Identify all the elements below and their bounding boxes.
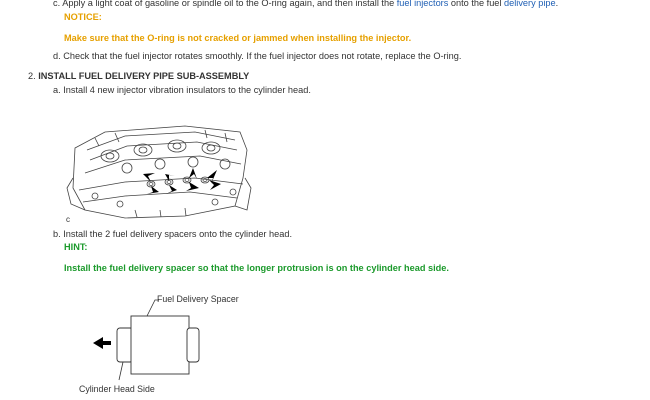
step-b: b. Install the 2 fuel delivery spacers o… xyxy=(53,229,292,239)
step-c-text-after: . xyxy=(555,0,559,8)
step-d: d. Check that the fuel injector rotates … xyxy=(53,51,461,61)
step-c: c. Apply a light coat of gasoline or spi… xyxy=(53,0,558,8)
step-a-marker: a. xyxy=(53,85,61,95)
step-a: a. Install 4 new injector vibration insu… xyxy=(53,85,311,95)
section-title: INSTALL FUEL DELIVERY PIPE SUB-ASSEMBLY xyxy=(38,71,250,81)
delivery-pipe-link[interactable]: delivery pipe xyxy=(504,0,556,8)
fuel-delivery-spacer-diagram xyxy=(93,299,200,381)
step-c-marker: c. xyxy=(53,0,61,8)
notice-text: Make sure that the O-ring is not cracked… xyxy=(64,33,412,43)
step-b-text: Install the 2 fuel delivery spacers onto… xyxy=(63,229,293,239)
cylinder-head-illustration xyxy=(66,125,252,219)
fuel-delivery-spacer-label: Fuel Delivery Spacer xyxy=(157,294,239,304)
figure-caption: c xyxy=(66,215,70,224)
step-d-marker: d. xyxy=(53,51,61,61)
fuel-injectors-link[interactable]: fuel injectors xyxy=(396,0,449,8)
section-number: 2. xyxy=(28,71,36,81)
cylinder-head-side-label: Cylinder Head Side xyxy=(79,384,155,394)
hint-text: Install the fuel delivery spacer so that… xyxy=(64,263,449,273)
step-d-text: Check that the fuel injector rotates smo… xyxy=(63,51,462,61)
step-c-text-middle: onto the fuel xyxy=(448,0,505,8)
step-b-marker: b. xyxy=(53,229,61,239)
step-a-text: Install 4 new injector vibration insulat… xyxy=(63,85,311,95)
section-heading: 2. INSTALL FUEL DELIVERY PIPE SUB-ASSEMB… xyxy=(28,71,249,81)
step-c-text-before: Apply a light coat of gasoline or spindl… xyxy=(62,0,397,8)
notice-label: NOTICE: xyxy=(64,12,102,22)
direction-arrow-icon xyxy=(93,337,111,349)
hint-label: HINT: xyxy=(64,242,88,252)
